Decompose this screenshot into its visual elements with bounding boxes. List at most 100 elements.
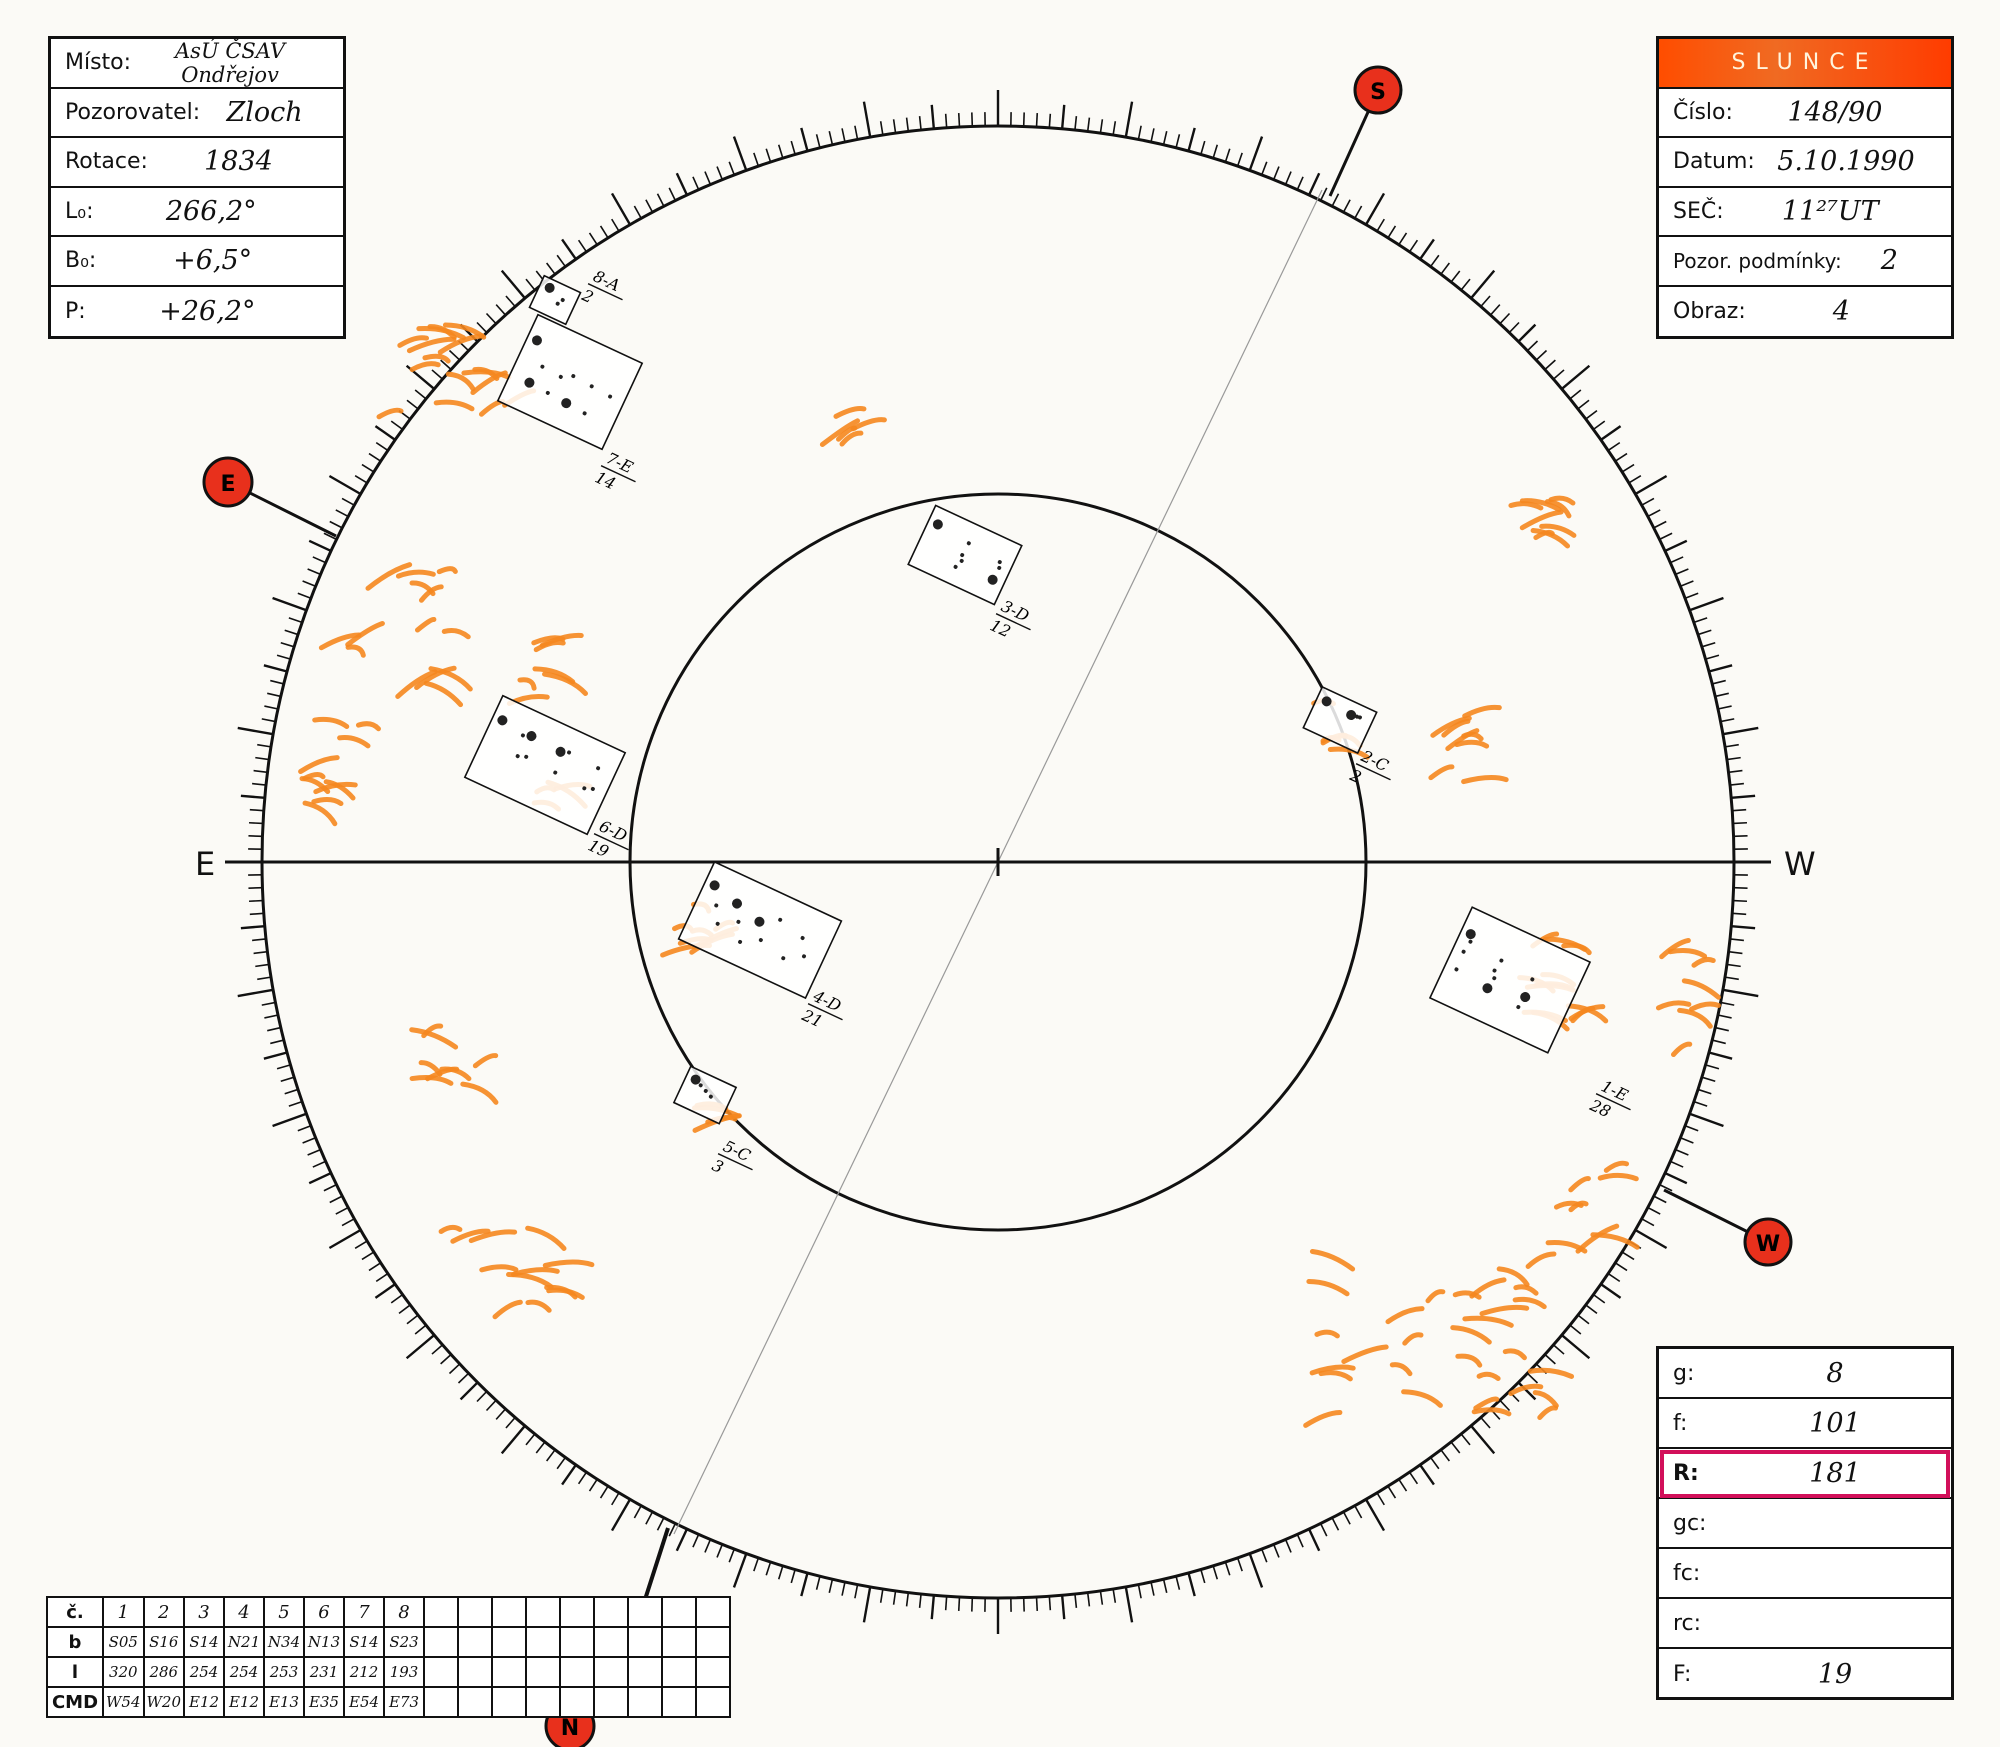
sec-value: 11²⁷UT xyxy=(1781,195,1879,227)
g-label: g: xyxy=(1673,1360,1695,1386)
scale-tick xyxy=(675,172,689,196)
sunspot-dot xyxy=(987,574,998,585)
facula-stroke xyxy=(1513,1284,1539,1296)
sunspot-dot xyxy=(1520,992,1531,1003)
facula-stroke xyxy=(1670,1041,1693,1058)
empty-cell xyxy=(627,1686,664,1718)
sunspot-dot xyxy=(960,553,965,558)
sunspot-dot xyxy=(966,541,971,546)
sunspot-dot xyxy=(608,394,613,399)
empty-cell xyxy=(457,1686,494,1718)
scale-tick xyxy=(252,782,267,786)
scale-tick xyxy=(1440,1449,1451,1462)
sunspot-group-7 xyxy=(496,313,644,451)
sunspot-dot xyxy=(997,565,1002,570)
scale-tick xyxy=(253,950,268,955)
scale-tick xyxy=(1398,1478,1408,1492)
scale-tick xyxy=(1187,127,1196,152)
facula-stroke xyxy=(1430,715,1472,738)
sunspot-dot xyxy=(558,374,563,379)
group-cell: 1 xyxy=(102,1596,145,1628)
facula-stroke xyxy=(1318,1370,1353,1382)
scale-tick xyxy=(1689,1112,1724,1128)
scale-tick xyxy=(1724,743,1739,748)
facula-stroke xyxy=(833,406,867,419)
sunspot-dot xyxy=(524,377,535,388)
svg-text:E: E xyxy=(220,472,235,497)
scale-tick xyxy=(1732,808,1747,812)
scale-tick xyxy=(1670,1160,1684,1168)
scale-tick xyxy=(828,1578,834,1593)
scale-tick xyxy=(476,1390,488,1403)
scale-tick xyxy=(1489,304,1501,316)
group-label-divider xyxy=(807,1003,843,1021)
scale-tick xyxy=(1162,1578,1168,1593)
scale-tick xyxy=(656,1517,665,1531)
sunspot-dot xyxy=(738,939,743,944)
facula-stroke xyxy=(1454,739,1490,749)
scale-tick xyxy=(545,1449,556,1462)
scale-tick xyxy=(1708,664,1733,673)
scale-tick xyxy=(1112,121,1117,136)
scale-tick xyxy=(390,1293,404,1304)
facula-stroke xyxy=(414,665,457,691)
scale-tick xyxy=(656,193,665,207)
scale-tick xyxy=(1331,193,1340,207)
empty-cell xyxy=(423,1656,460,1688)
facula-stroke xyxy=(1519,509,1564,531)
scale-tick xyxy=(1731,924,1756,930)
empty-cell xyxy=(627,1656,664,1688)
scale-tick xyxy=(288,617,303,624)
facula-stroke xyxy=(479,1264,519,1273)
group-cell: S23 xyxy=(383,1626,426,1658)
scale-tick xyxy=(1419,1464,1435,1486)
l0-label: L₀: xyxy=(65,198,94,224)
scale-tick xyxy=(1729,938,1744,942)
scale-tick xyxy=(1408,239,1419,253)
scale-tick xyxy=(323,1183,337,1192)
scale-tick xyxy=(1592,420,1606,431)
scale-tick xyxy=(307,568,321,576)
scale-tick xyxy=(1470,269,1496,299)
scale-tick xyxy=(1722,988,1759,998)
facula-stroke xyxy=(1461,731,1484,742)
scale-tick xyxy=(1708,1051,1733,1060)
scale-tick xyxy=(361,1251,375,1261)
scale-tick xyxy=(556,254,567,268)
pozorovatel-value: Zloch xyxy=(226,96,303,128)
facula-stroke xyxy=(337,735,371,749)
scale-tick xyxy=(1307,1528,1321,1552)
r-label: R: xyxy=(1673,1460,1699,1486)
scale-tick xyxy=(1150,1581,1155,1596)
empty-cell xyxy=(525,1656,562,1688)
group-cell: 3 xyxy=(183,1596,226,1628)
facula-stroke xyxy=(839,430,864,447)
facula-stroke xyxy=(1542,936,1588,952)
scale-tick xyxy=(777,1565,784,1580)
group-label-divider xyxy=(587,283,623,301)
scale-tick xyxy=(633,205,642,219)
facula-stroke xyxy=(460,1081,499,1105)
facula-stroke xyxy=(1303,1410,1343,1428)
sheet-title: SLUNCE xyxy=(1659,39,1951,89)
scale-tick xyxy=(1614,1262,1628,1272)
sunspot-dot xyxy=(1321,696,1332,707)
scale-tick xyxy=(335,509,349,518)
scale-tick xyxy=(1577,1314,1590,1325)
scale-tick xyxy=(611,1492,620,1506)
sunspot-dot xyxy=(544,282,555,293)
empty-cell xyxy=(593,1686,630,1718)
scale-tick xyxy=(704,1539,712,1553)
scale-tick xyxy=(272,1112,307,1128)
group-cell: 4 xyxy=(223,1596,266,1628)
number-header: č. xyxy=(46,1596,104,1628)
facula-stroke xyxy=(1691,956,1716,968)
scale-tick xyxy=(556,1456,567,1470)
facula-stroke xyxy=(1603,1160,1630,1173)
scale-tick xyxy=(414,1324,427,1335)
facula-stroke xyxy=(395,669,438,699)
scale-tick xyxy=(815,1575,821,1590)
b0-row: B₀:+6,5° xyxy=(51,237,343,287)
scale-tick xyxy=(1387,225,1397,239)
